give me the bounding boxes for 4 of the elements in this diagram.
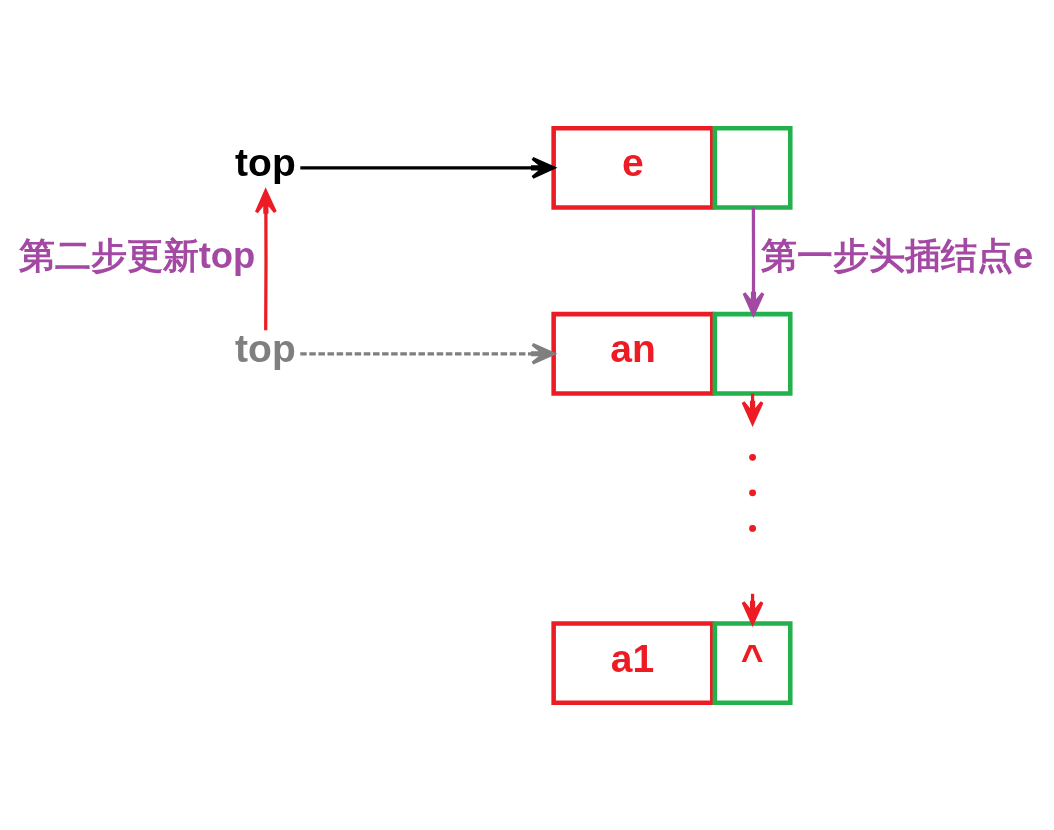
label: 第一步头插结点e xyxy=(761,234,1034,276)
label: 第二步更新top xyxy=(18,234,256,276)
node-text: top xyxy=(235,140,296,184)
node-text: top xyxy=(235,326,296,370)
